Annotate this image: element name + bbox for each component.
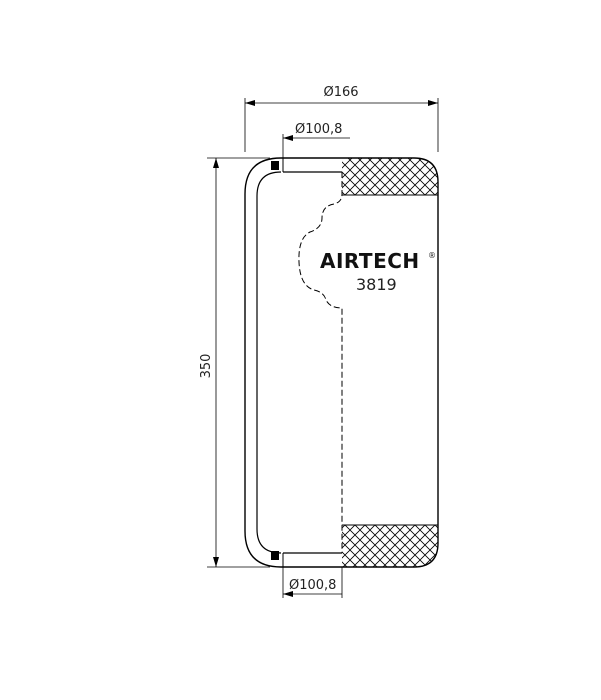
bottom-fabric-band [342, 525, 438, 567]
bottom-plate-diameter-label: Ø100,8 [289, 578, 336, 593]
bottom-plate-diameter-dimension: Ø100,8 [282, 567, 343, 598]
model-number: 3819 [356, 275, 397, 294]
bottom-bead-ring [271, 551, 279, 560]
height-label: 350 [199, 354, 214, 379]
top-fabric-band [342, 158, 438, 195]
overall-diameter-label: Ø166 [323, 85, 358, 100]
bellow-exterior [342, 157, 439, 568]
registered-mark: ® [428, 251, 436, 260]
center-dashed-profile [298, 172, 343, 553]
height-dimension: 350 [199, 157, 270, 568]
bellow-outline [244, 157, 342, 568]
top-bead-ring [271, 161, 279, 170]
brand-logo-text: AIRTECH [320, 249, 420, 273]
top-plate-diameter-label: Ø100,8 [295, 122, 342, 137]
top-plate-diameter-dimension: Ø100,8 [282, 122, 350, 163]
overall-diameter-dimension: Ø166 [244, 85, 439, 152]
